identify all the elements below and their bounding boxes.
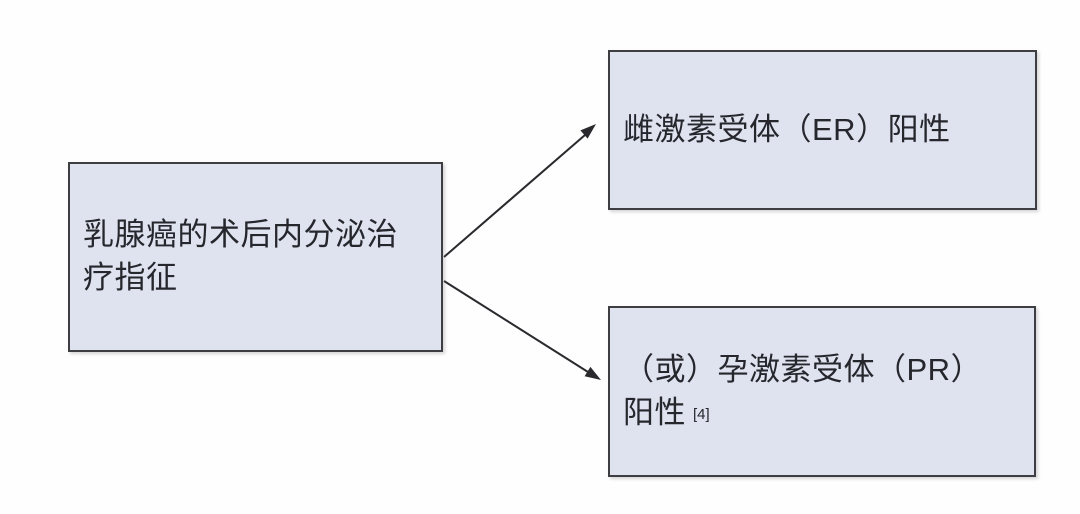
node-pr-positive-text: （或）孕激素受体（PR） 阳性 bbox=[623, 351, 983, 430]
node-er-positive: 雌激素受体（ER）阳性 bbox=[608, 50, 1037, 210]
citation-ref-4: [4] bbox=[693, 405, 710, 423]
node-endocrine-therapy-indication-label: 乳腺癌的术后内分泌治 疗指征 bbox=[83, 217, 398, 295]
arrow-source-to-er bbox=[443, 124, 596, 258]
node-pr-positive: （或）孕激素受体（PR） 阳性[4] bbox=[608, 306, 1036, 477]
node-er-positive-label: 雌激素受体（ER）阳性 bbox=[623, 111, 951, 147]
arrow-source-to-pr bbox=[443, 280, 601, 380]
node-pr-positive-label: （或）孕激素受体（PR） 阳性[4] bbox=[623, 349, 982, 435]
node-endocrine-therapy-indication: 乳腺癌的术后内分泌治 疗指征 bbox=[68, 162, 443, 352]
